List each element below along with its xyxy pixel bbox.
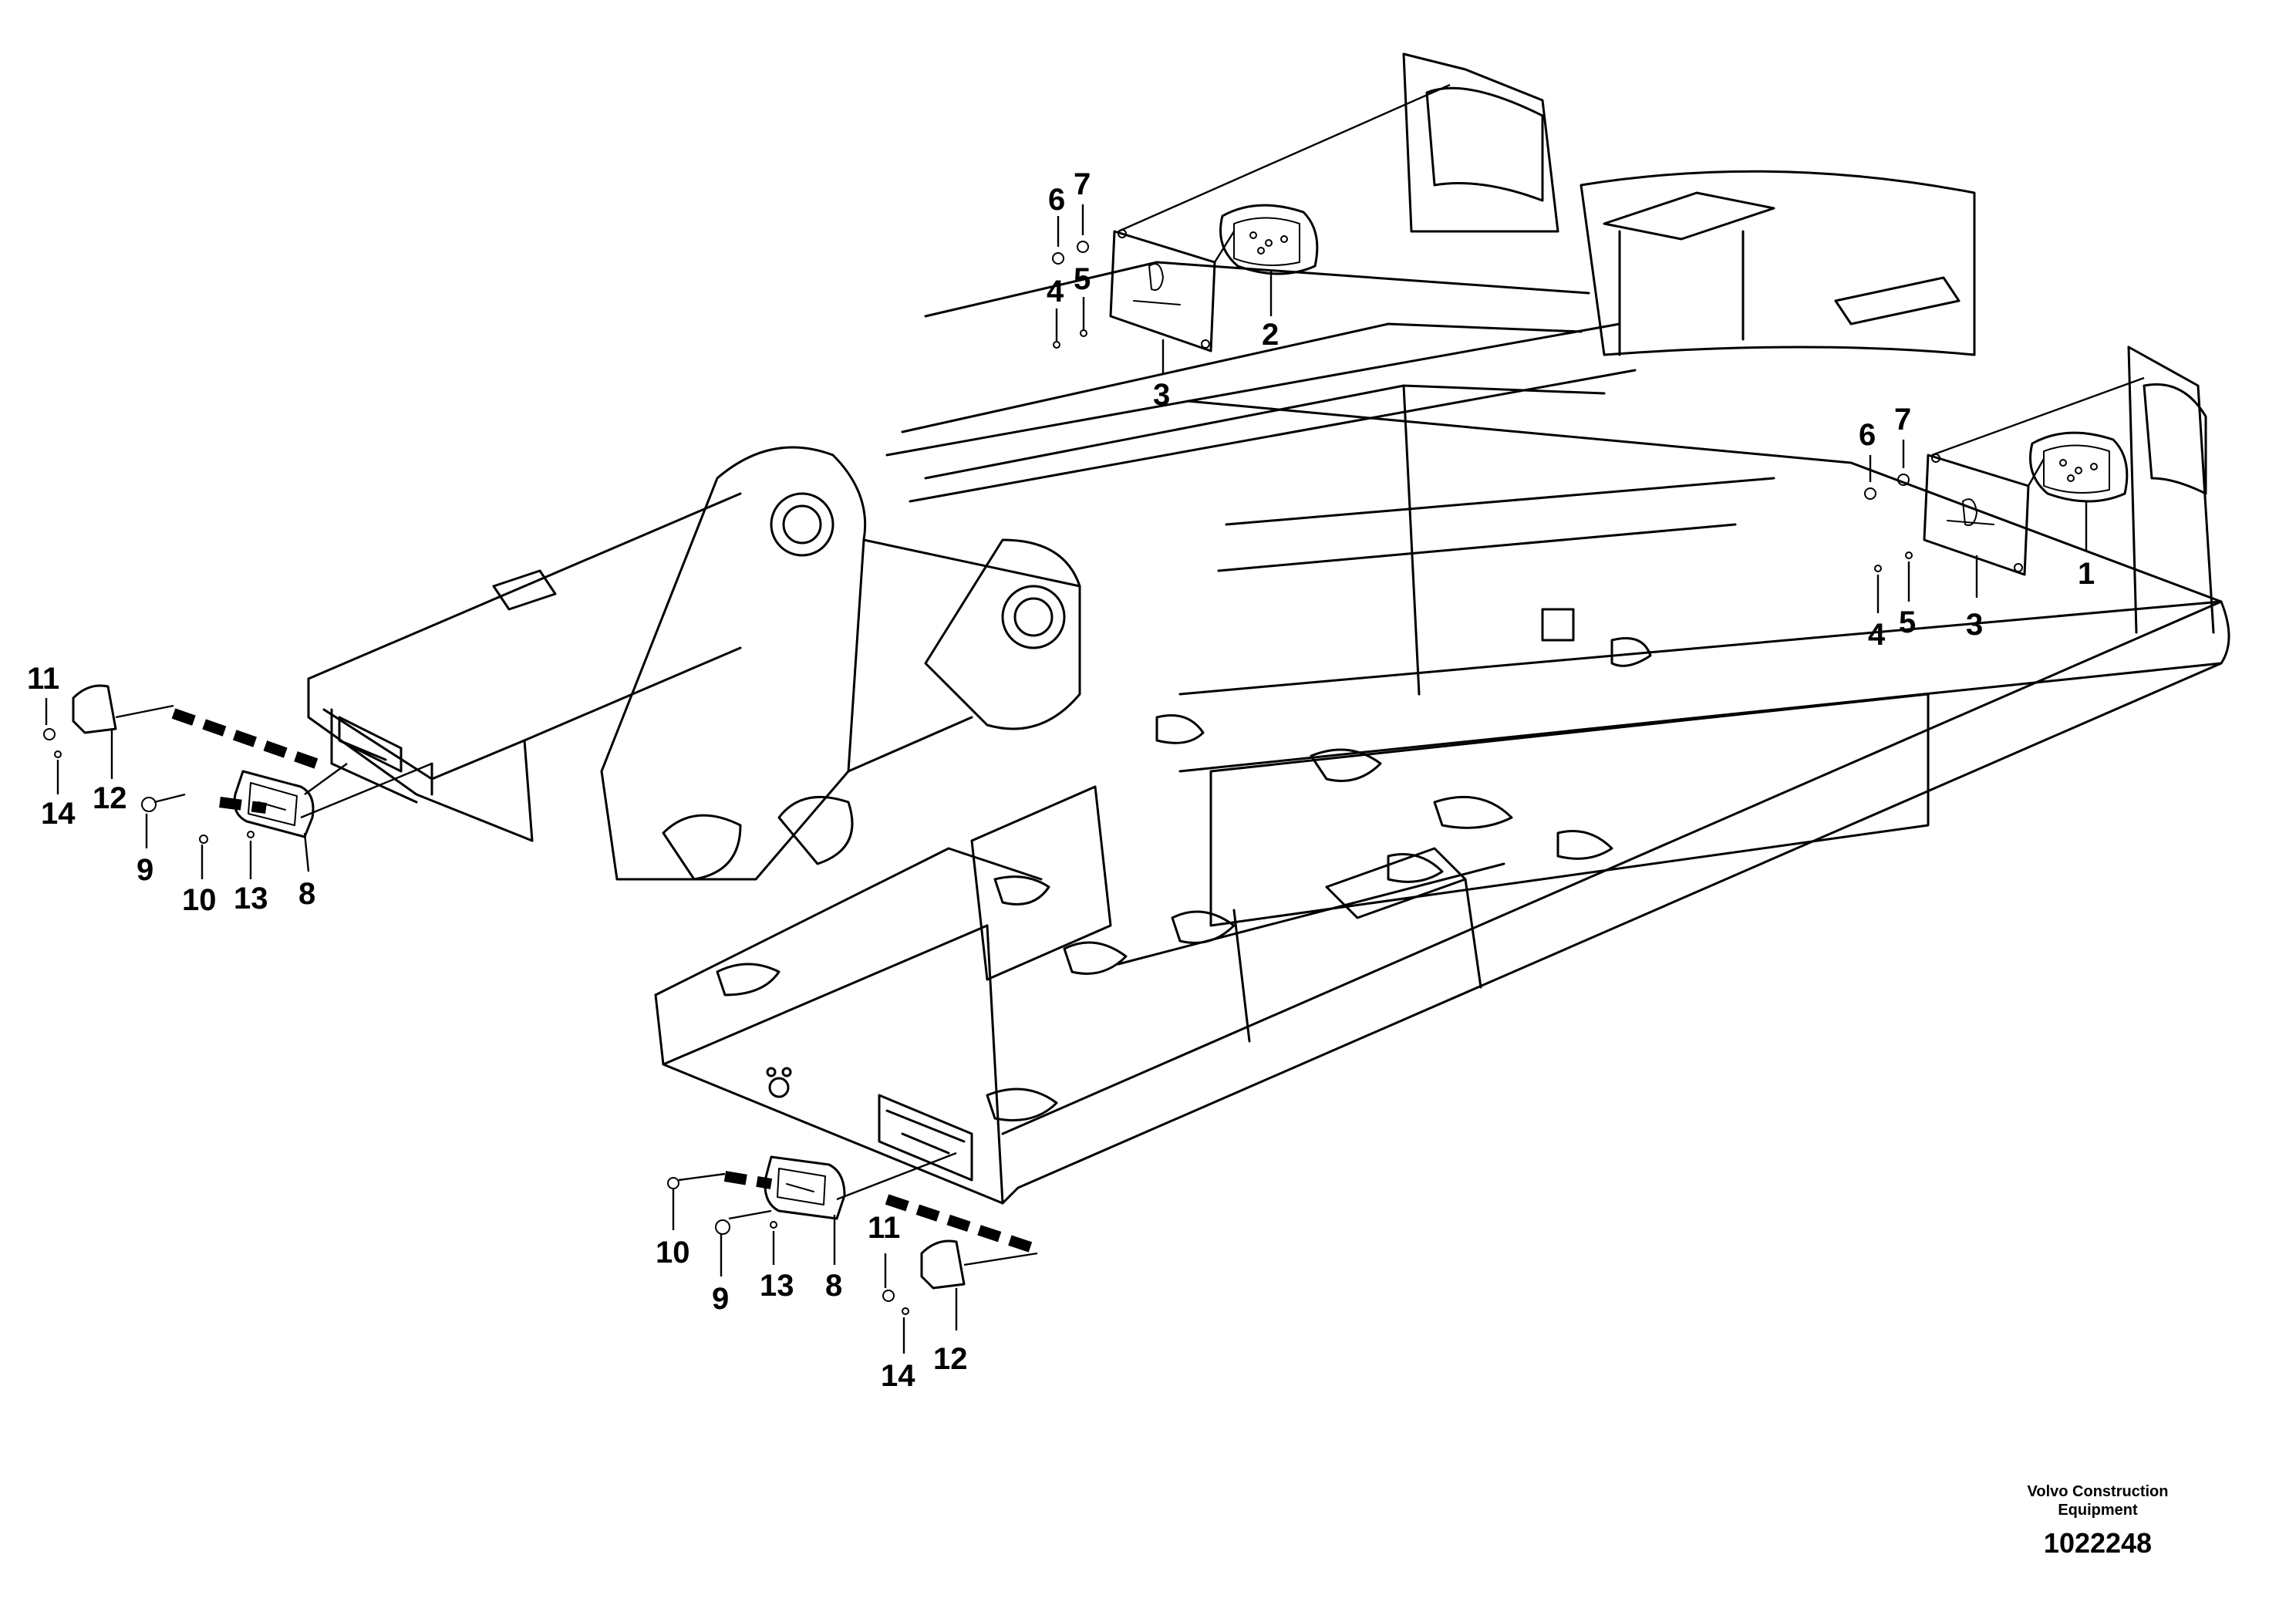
callout-12: 12 <box>933 1342 968 1376</box>
callout-6: 6 <box>1048 183 1065 217</box>
screw-10 <box>199 835 208 844</box>
callout-12: 12 <box>93 781 127 815</box>
mounting-plate <box>1109 230 1216 352</box>
washer-7 <box>1897 474 1910 486</box>
screw-11 <box>43 728 56 740</box>
callouts-left-front-light: 11 14 12 9 10 13 8 <box>27 662 315 917</box>
bolt-9 <box>715 1219 730 1235</box>
screw-11 <box>882 1290 895 1302</box>
nut-4 <box>1874 565 1882 572</box>
light-frame-8 <box>233 770 315 838</box>
nut-4 <box>1053 341 1060 349</box>
callout-2: 2 <box>1262 318 1279 352</box>
callout-8: 8 <box>298 877 315 911</box>
callout-8: 8 <box>825 1269 842 1303</box>
company-name-line-2: Equipment <box>2058 1502 2138 1519</box>
callout-5: 5 <box>1074 262 1091 296</box>
nut-13 <box>247 831 255 838</box>
callouts-bottom-front-light: 10 9 13 8 11 14 12 <box>656 1211 968 1393</box>
washer-5 <box>1905 551 1913 559</box>
work-lamp <box>1219 204 1319 275</box>
work-lamp <box>2029 431 2129 503</box>
screw-14 <box>902 1307 909 1315</box>
bolt-6 <box>1864 487 1876 500</box>
drawing-number: 1022248 <box>2044 1527 2152 1559</box>
bottom-front-light-assembly <box>667 1152 1040 1354</box>
screw-10 <box>667 1177 679 1189</box>
bolt-9 <box>141 797 157 812</box>
callout-11: 11 <box>27 662 59 696</box>
callout-3: 3 <box>1153 378 1170 412</box>
callout-14: 14 <box>41 797 76 831</box>
callout-13: 13 <box>234 882 268 916</box>
callout-6: 6 <box>1859 418 1876 452</box>
drawing-footer: Volvo Construction Equipment 1022248 <box>2028 1483 2169 1559</box>
cover-12 <box>920 1239 966 1290</box>
callout-14: 14 <box>881 1359 915 1393</box>
washer-7 <box>1077 241 1089 253</box>
callout-7: 7 <box>1894 403 1911 437</box>
callouts-right-lamp: 6 7 1 4 5 3 <box>1859 403 2095 652</box>
callout-9: 9 <box>712 1282 729 1316</box>
screw-14 <box>54 750 62 758</box>
mounting-plate <box>1923 454 2030 576</box>
cover-12 <box>72 684 117 734</box>
company-name-line-1: Volvo Construction <box>2028 1483 2169 1500</box>
upper-frame-structure <box>307 52 2230 1205</box>
callout-9: 9 <box>137 853 153 887</box>
callout-4: 4 <box>1047 275 1064 309</box>
nut-13 <box>770 1221 777 1229</box>
light-frame-8 <box>764 1155 846 1220</box>
callout-5: 5 <box>1899 605 1916 639</box>
callout-7: 7 <box>1074 167 1091 201</box>
top-left-lamp-assembly <box>1052 83 1451 374</box>
callout-3: 3 <box>1966 608 1983 642</box>
left-front-light-assembly <box>43 684 433 879</box>
callouts-top-left-lamp: 6 7 4 5 2 3 <box>1047 167 1279 412</box>
bolt-6 <box>1052 252 1064 265</box>
right-lamp-assembly <box>1864 376 2145 613</box>
washer-5 <box>1080 329 1087 337</box>
callout-1: 1 <box>2078 557 2095 591</box>
callout-10: 10 <box>656 1236 690 1270</box>
callout-10: 10 <box>182 883 217 917</box>
callout-11: 11 <box>868 1211 900 1245</box>
callout-13: 13 <box>760 1269 794 1303</box>
callout-4: 4 <box>1868 618 1886 652</box>
